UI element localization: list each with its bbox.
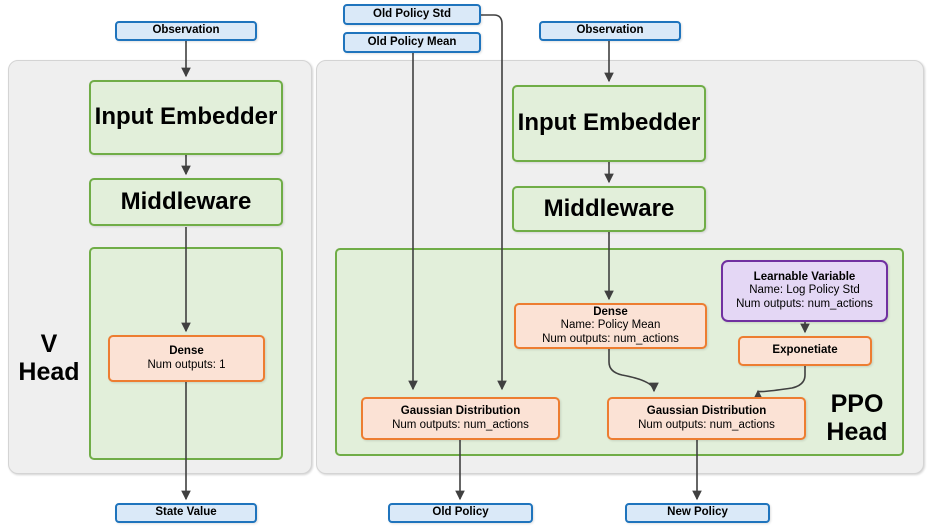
learnable-variable-name: Name: Log Policy Std — [749, 284, 860, 297]
learnable-variable-num-outputs: Num outputs: num_actions — [736, 297, 873, 310]
exponetiate-label: Exponetiate — [772, 344, 838, 357]
input-old-policy-std-label: Old Policy Std — [373, 7, 451, 20]
output-state-value-label: State Value — [155, 506, 217, 519]
ppo-head-learnable-variable[interactable]: Learnable Variable Name: Log Policy Std … — [721, 260, 888, 322]
output-old-policy-label: Old Policy — [432, 506, 489, 519]
ppo-head-title: PPO Head — [818, 390, 896, 446]
v-head-middleware-label: Middleware — [120, 187, 252, 215]
output-new-policy[interactable]: New Policy — [625, 503, 770, 523]
v-head-middleware[interactable]: Middleware — [89, 178, 283, 226]
input-old-policy-mean[interactable]: Old Policy Mean — [343, 32, 481, 53]
v-head-title: V Head — [10, 330, 88, 386]
learnable-variable-title: Learnable Variable — [753, 270, 856, 283]
v-head-input-embedder-label: Input Embedder — [94, 103, 278, 131]
ppo-head-dense-policy-mean[interactable]: Dense Name: Policy Mean Num outputs: num… — [514, 303, 707, 349]
gaussian-old-title: Gaussian Distribution — [400, 404, 521, 417]
ppo-head-dense-title: Dense — [593, 305, 628, 318]
gaussian-new-num-outputs: Num outputs: num_actions — [638, 418, 775, 431]
input-observation-v-label: Observation — [152, 24, 220, 37]
v-head-title-line1: V — [40, 330, 58, 358]
v-head-dense-title: Dense — [169, 344, 204, 357]
input-observation-v[interactable]: Observation — [115, 21, 257, 41]
v-head-title-line2: Head — [18, 358, 80, 386]
input-old-policy-mean-label: Old Policy Mean — [367, 35, 457, 48]
ppo-head-dense-num-outputs: Num outputs: num_actions — [542, 332, 679, 345]
v-head-input-embedder[interactable]: Input Embedder — [89, 80, 283, 155]
ppo-head-title-line1: PPO — [830, 390, 884, 418]
output-new-policy-label: New Policy — [667, 506, 728, 519]
ppo-head-exponetiate[interactable]: Exponetiate — [738, 336, 872, 366]
input-observation-ppo[interactable]: Observation — [539, 21, 681, 41]
ppo-head-dense-name: Name: Policy Mean — [560, 319, 661, 332]
input-old-policy-std[interactable]: Old Policy Std — [343, 4, 481, 25]
output-state-value[interactable]: State Value — [115, 503, 257, 523]
ppo-head-input-embedder-label: Input Embedder — [517, 109, 701, 137]
gaussian-new-title: Gaussian Distribution — [646, 404, 767, 417]
ppo-head-title-line2: Head — [826, 418, 888, 446]
ppo-head-middleware-label: Middleware — [543, 194, 675, 222]
gaussian-old-num-outputs: Num outputs: num_actions — [392, 418, 529, 431]
input-observation-ppo-label: Observation — [576, 24, 644, 37]
v-head-dense-num-outputs: Num outputs: 1 — [147, 358, 226, 371]
ppo-head-input-embedder[interactable]: Input Embedder — [512, 85, 706, 162]
v-head-dense[interactable]: Dense Num outputs: 1 — [108, 335, 265, 382]
output-old-policy[interactable]: Old Policy — [388, 503, 533, 523]
ppo-head-gaussian-new[interactable]: Gaussian Distribution Num outputs: num_a… — [607, 397, 806, 440]
ppo-head-middleware[interactable]: Middleware — [512, 186, 706, 232]
ppo-head-gaussian-old[interactable]: Gaussian Distribution Num outputs: num_a… — [361, 397, 560, 440]
